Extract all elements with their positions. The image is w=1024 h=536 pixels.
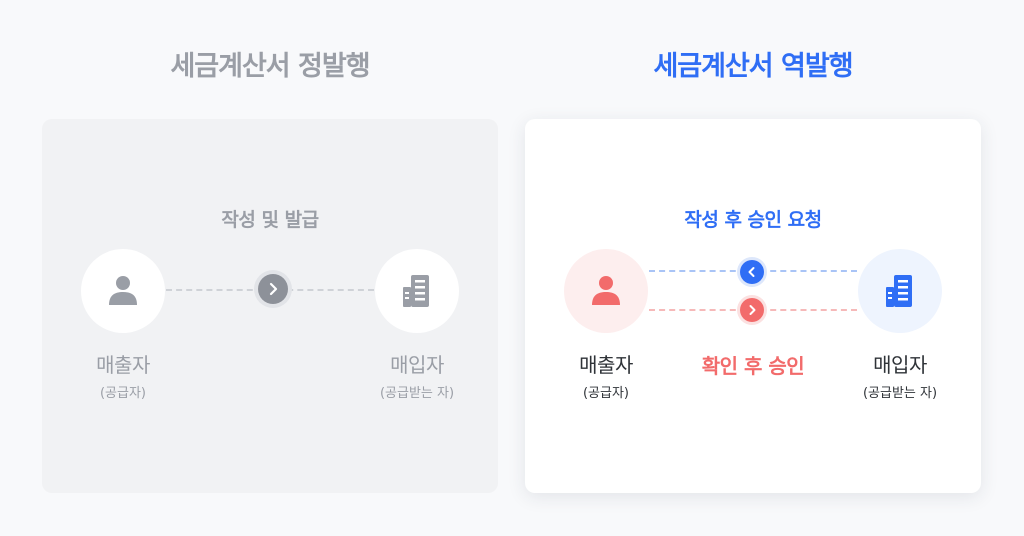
seller-name: 매출자 xyxy=(579,353,633,377)
person-icon xyxy=(592,276,620,305)
building-icon xyxy=(886,275,912,307)
seller-name: 매출자 xyxy=(96,353,150,377)
seller-avatar xyxy=(81,249,165,333)
title-forward-issue: 세금계산서 정발행 xyxy=(170,51,370,82)
buyer-name: 매입자 xyxy=(390,353,444,377)
buyer-name: 매입자 xyxy=(873,353,927,377)
buyer-avatar xyxy=(375,249,459,333)
seller-sub: (공급자) xyxy=(99,386,147,401)
request-arrow-button xyxy=(737,257,767,287)
step-label-write-issue: 작성 및 발급 xyxy=(221,209,319,231)
buyer-sub: (공급받는 자) xyxy=(379,386,455,401)
chevron-right-icon xyxy=(269,282,278,296)
building-icon xyxy=(403,275,429,307)
step-label-request-approval: 작성 후 승인 요청 xyxy=(684,209,822,231)
forward-arrow-button xyxy=(254,270,292,308)
buyer-avatar xyxy=(858,249,942,333)
buyer-sub: (공급받는 자) xyxy=(862,386,938,401)
approval-arrow-button xyxy=(737,295,767,325)
panel-reverse-issue: 작성 후 승인 요청 xyxy=(525,119,981,493)
seller-avatar xyxy=(564,249,648,333)
title-reverse-issue: 세금계산서 역발행 xyxy=(653,51,853,82)
seller-sub: (공급자) xyxy=(582,386,630,401)
panel-forward-issue: 작성 및 발급 매출자 (공급자) 매입자 (공급받는 자) xyxy=(42,119,498,493)
person-icon xyxy=(109,276,137,305)
chevron-right-icon xyxy=(749,305,756,315)
approval-label: 확인 후 승인 xyxy=(701,354,805,378)
chevron-left-icon xyxy=(748,267,755,277)
